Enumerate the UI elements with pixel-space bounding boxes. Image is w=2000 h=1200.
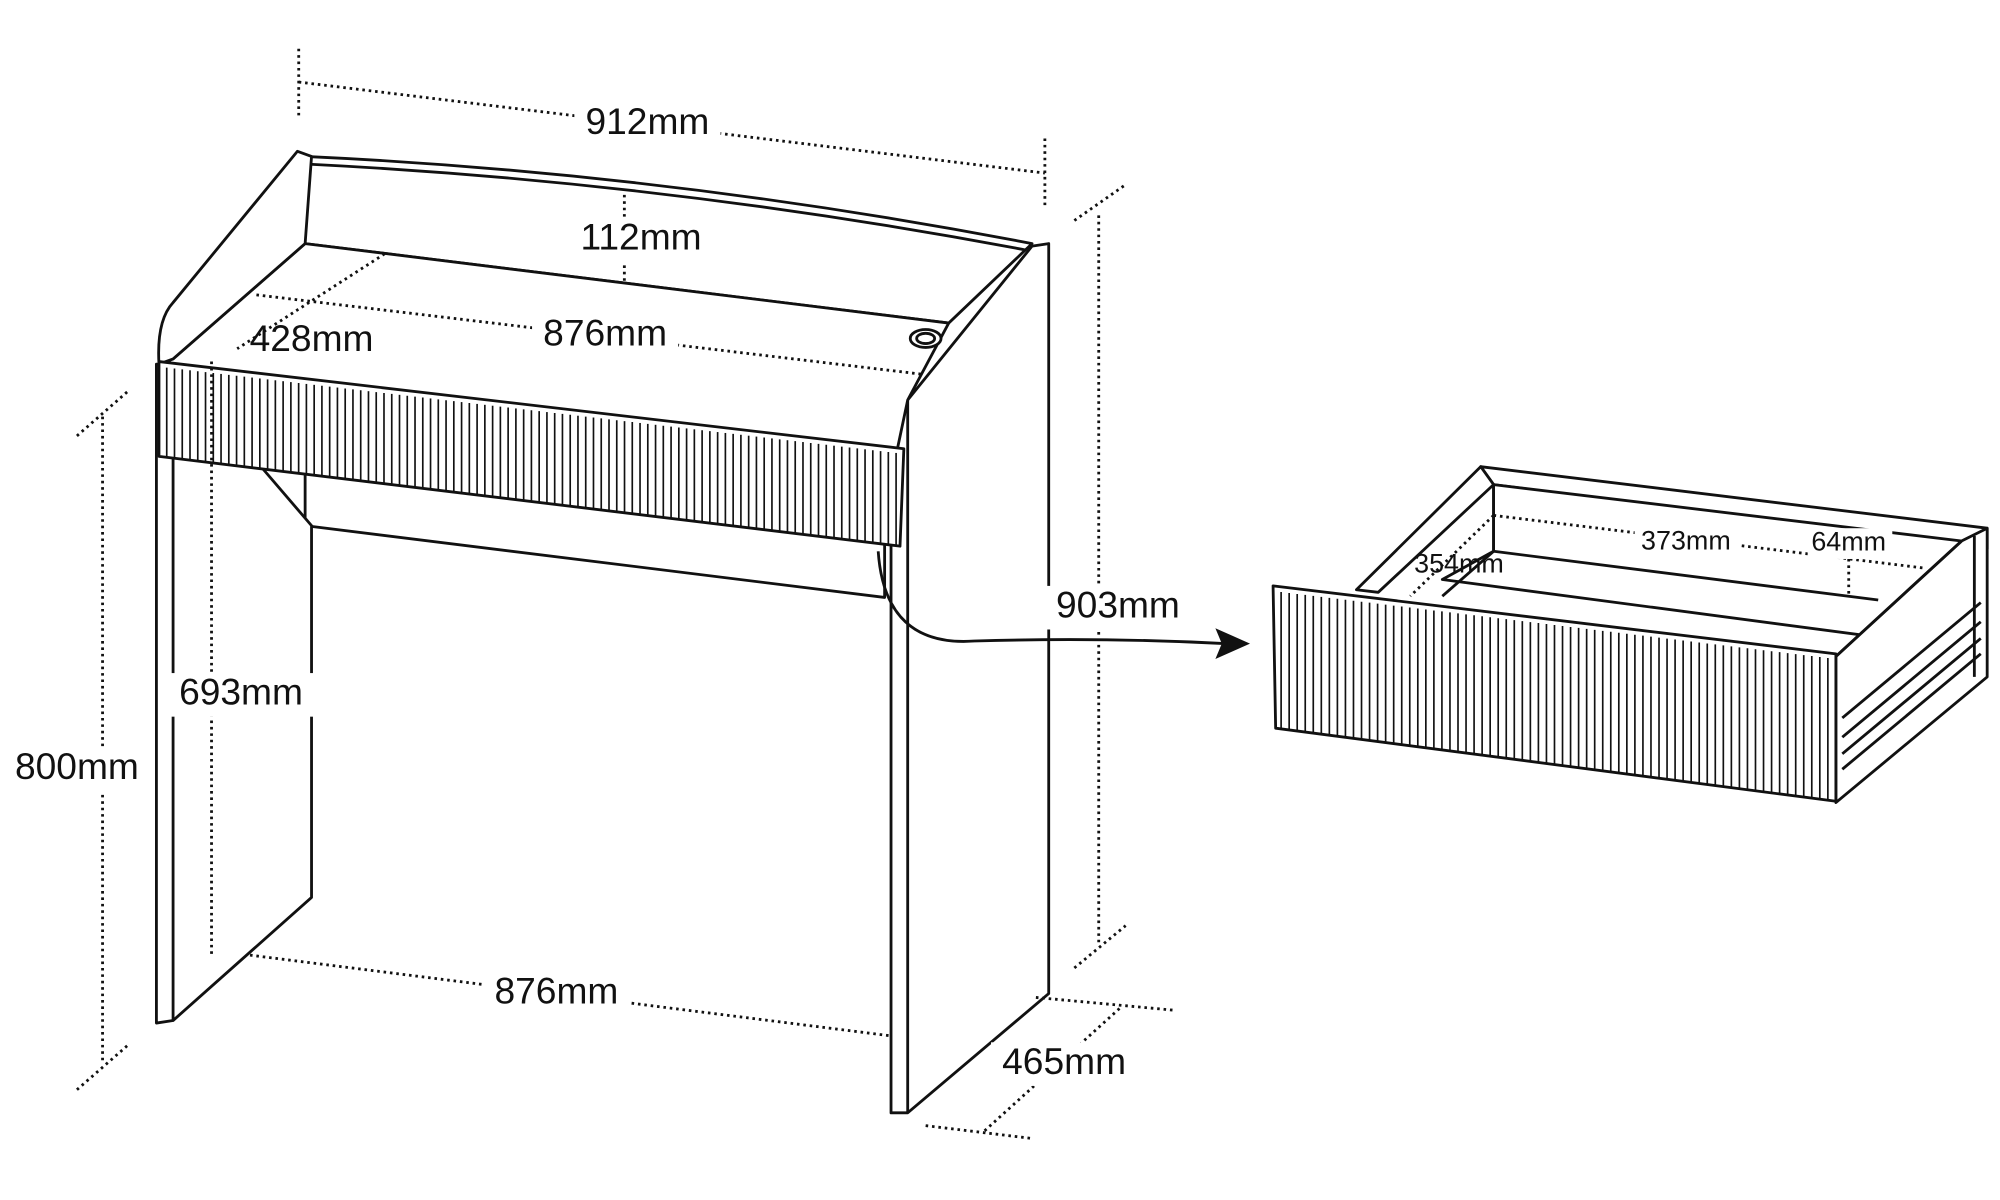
label-leg-clearance: 693mm <box>179 671 303 713</box>
label-leg-inner-width: 876mm <box>494 969 618 1011</box>
label-top-height: 800mm <box>15 745 139 787</box>
left-side-panel <box>157 149 313 366</box>
desk-illustration <box>155 149 1250 1115</box>
drawer-left-side <box>1355 465 1495 594</box>
drawer-flutes <box>165 367 897 546</box>
drawer-dimension-labels: 354mm 373mm 64mm <box>1414 525 1893 578</box>
pull-out-arrow <box>876 551 1225 645</box>
drawer-illustration <box>1271 465 1989 804</box>
label-drawer-height: 64mm <box>1811 527 1886 557</box>
label-back-panel-height: 112mm <box>580 216 701 258</box>
label-drawer-width: 373mm <box>1641 525 1731 555</box>
label-width-overall: 912mm <box>585 100 709 142</box>
arrow-head-icon <box>1215 628 1250 659</box>
cable-grommet <box>908 328 943 349</box>
drawer-runner <box>1841 601 1982 771</box>
desk-dimension-labels: 912mm 112mm 428mm 876mm 903mm 693mm 800m… <box>3 100 1192 1086</box>
label-top-depth: 428mm <box>250 317 374 359</box>
label-depth: 465mm <box>1002 1040 1126 1082</box>
drawer-front-flutes <box>1280 591 1829 801</box>
label-top-inner-width: 876mm <box>543 312 667 354</box>
label-drawer-depth: 354mm <box>1414 548 1504 578</box>
label-total-height: 903mm <box>1056 584 1180 626</box>
